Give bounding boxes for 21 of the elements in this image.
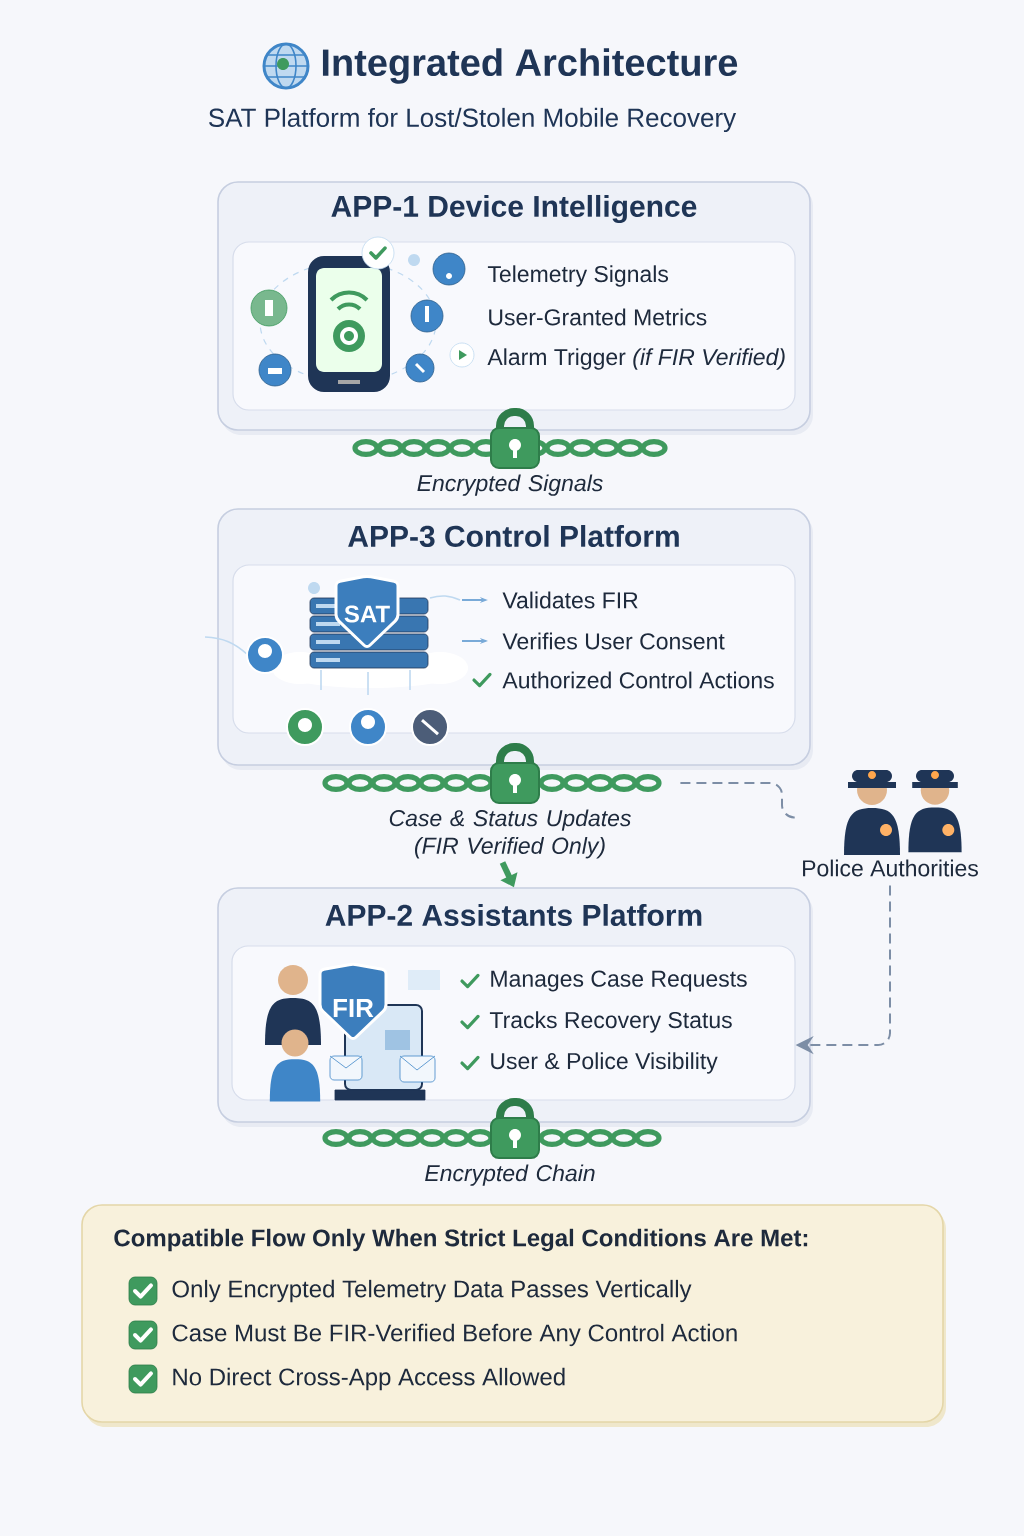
feature-text: User-Granted Metrics — [489, 308, 707, 326]
condition-text: Case Must Be FIR-Verified Before Any Control Action — [172, 1323, 737, 1347]
subtitle: SAT Platform for Lost/Stolen Mobile Recovery — [209, 107, 737, 133]
node-label: Case & Status Updates (FIR Verified Only) — [389, 809, 631, 859]
condition-text: No Direct Cross-App Access Allowed — [173, 1367, 565, 1391]
feature-text: Validates FIR — [502, 591, 638, 609]
node-label: Police Authorities — [803, 859, 978, 877]
condition-text: Only Encrypted Telemetry Data Passes Vertically — [172, 1279, 692, 1303]
title: Integrated Architecture — [322, 48, 738, 84]
node-label: Encrypted Signals — [417, 474, 603, 496]
feature-text: Telemetry Signals — [487, 265, 669, 287]
feature-text: Manages Case Requests — [491, 970, 747, 992]
feature-text: Alarm Trigger (if FIR Verified) — [487, 348, 785, 370]
shield-label: FIR — [333, 999, 374, 1017]
feature-text: User & Police Visibility — [491, 1052, 718, 1074]
feature-text: Tracks Recovery Status — [489, 1011, 732, 1033]
feature-text: Verifies User Consent — [502, 632, 725, 650]
connector — [679, 782, 797, 819]
shield-label: SAT — [344, 605, 390, 623]
feature-text: Authorized Control Actions — [502, 671, 774, 689]
node-label: Encrypted Chain — [425, 1164, 595, 1186]
